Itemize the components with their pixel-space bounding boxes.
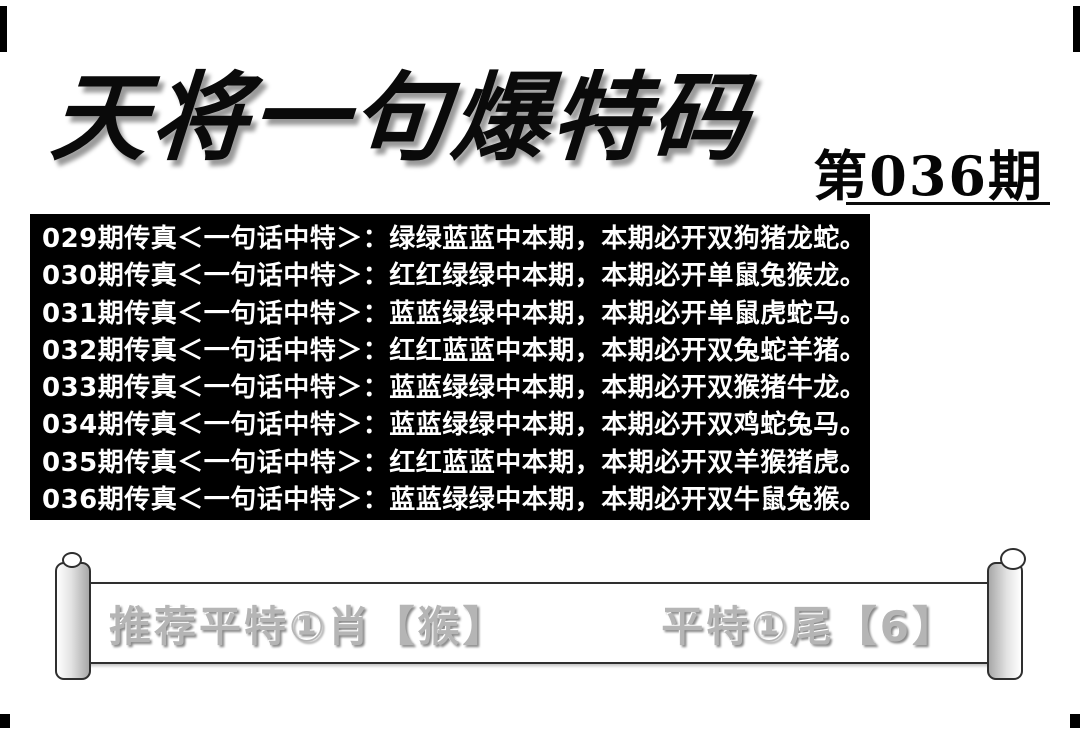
scroll-left-cap-icon	[62, 552, 82, 568]
prediction-line: 029期传真＜一句话中特＞：绿绿蓝蓝中本期，本期必开双狗猪龙蛇。	[42, 224, 867, 255]
frame-mark-top-right	[1073, 6, 1080, 52]
prediction-line: 036期传真＜一句话中特＞：蓝蓝绿绿中本期，本期必开双牛鼠兔猴。	[42, 484, 867, 515]
frame-mark-top-left	[0, 6, 7, 52]
scroll-left-roll-icon	[55, 552, 91, 680]
prediction-line: 035期传真＜一句话中特＞：红红蓝蓝中本期，本期必开双羊猴猪虎。	[42, 447, 867, 478]
prediction-line: 034期传真＜一句话中特＞：蓝蓝绿绿中本期，本期必开双鸡蛇兔马。	[42, 410, 867, 441]
frame-mark-bottom-left	[0, 714, 10, 728]
prediction-line: 030期传真＜一句话中特＞：红红绿绿中本期，本期必开单鼠兔猴龙。	[42, 261, 867, 292]
scroll-right-roll-icon	[987, 548, 1026, 680]
prediction-line: 031期传真＜一句话中特＞：蓝蓝绿绿中本期，本期必开单鼠虎蛇马。	[42, 298, 867, 329]
recommendation-scroll: 推荐平特①肖【猴】 平特①尾【6】	[55, 548, 1026, 686]
scroll-right-curl-icon	[1000, 548, 1026, 570]
page-title: 天将一句爆特码	[47, 61, 756, 174]
scroll-band: 推荐平特①肖【猴】 平特①尾【6】	[73, 582, 1005, 664]
prediction-line: 033期传真＜一句话中特＞：蓝蓝绿绿中本期，本期必开双猴猪牛龙。	[42, 373, 867, 404]
pingte-zodiac-text: 推荐平特①肖【猴】	[109, 601, 508, 651]
pingte-tail-text: 平特①尾【6】	[661, 601, 957, 651]
prediction-line: 032期传真＜一句话中特＞：红红蓝蓝中本期，本期必开双兔蛇羊猪。	[42, 335, 867, 366]
issue-underline	[846, 202, 1050, 205]
issue-number: 第036期	[813, 144, 1044, 208]
frame-mark-bottom-right	[1070, 714, 1080, 728]
predictions-panel: 029期传真＜一句话中特＞：绿绿蓝蓝中本期，本期必开双狗猪龙蛇。 030期传真＜…	[30, 214, 870, 520]
